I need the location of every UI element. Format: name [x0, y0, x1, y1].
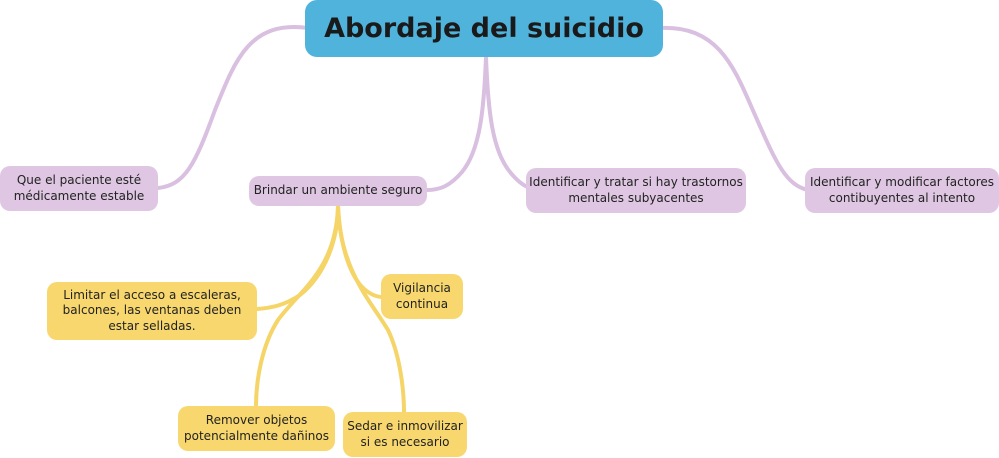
connector-ambiente-remover [254, 204, 340, 408]
sub-branch-sedar[interactable]: Sedar e inmovilizar si es necesario [343, 412, 467, 457]
sub-branch-limitar-acceso[interactable]: Limitar el acceso a escaleras, balcones,… [47, 282, 257, 340]
connector-root-ambiente [425, 55, 488, 192]
sub-branch-remover-objetos[interactable]: Remover objetos potencialmente dañinos [178, 406, 335, 451]
connector-root-trastornos [484, 55, 532, 190]
branch-estable[interactable]: Que el paciente esté médicamente estable [0, 166, 158, 211]
branch-ambiente-seguro[interactable]: Brindar un ambiente seguro [249, 176, 427, 206]
connector-ambiente-sedar [336, 204, 406, 414]
sub-branch-vigilancia[interactable]: Vigilancia continua [381, 274, 463, 319]
branch-trastornos[interactable]: Identificar y tratar si hay trastornos m… [526, 168, 746, 213]
connector-root-estable [156, 24, 310, 190]
connector-root-factores [658, 25, 810, 192]
branch-factores[interactable]: Identificar y modificar factores contibu… [805, 168, 999, 213]
root-topic[interactable]: Abordaje del suicidio [305, 0, 663, 57]
